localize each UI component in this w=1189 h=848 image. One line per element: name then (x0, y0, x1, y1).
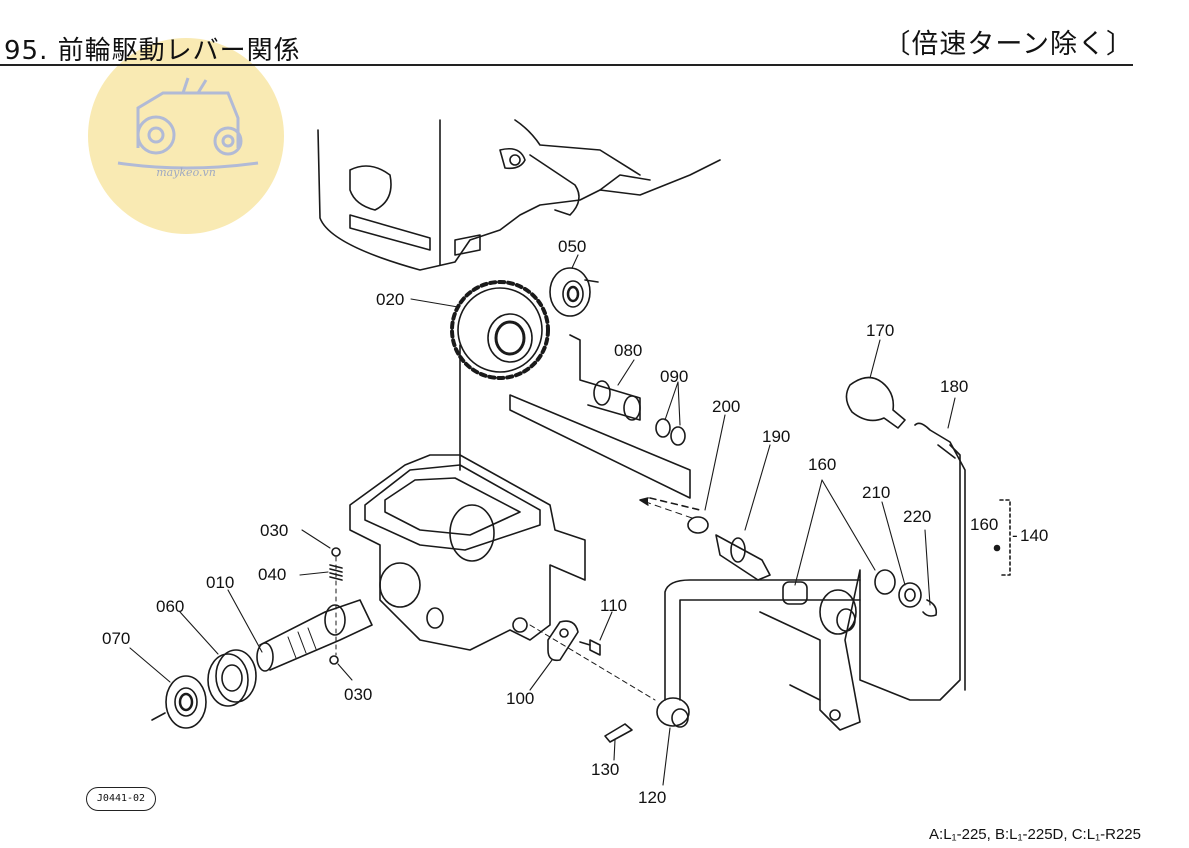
part-label-120: 120 (638, 788, 666, 807)
bearing-050 (549, 267, 599, 317)
part-label-160: 160 (808, 455, 836, 474)
part-label-220: 220 (903, 507, 931, 526)
collar-160 (782, 581, 808, 605)
shaft-080 (569, 334, 686, 446)
bushing-160 (874, 569, 896, 595)
pin-130 (604, 723, 633, 743)
part-label-030-bottom: 030 (344, 685, 372, 704)
part-label-110: 110 (600, 596, 627, 615)
title-note: 〔倍速ターン除く〕 (883, 29, 1134, 60)
part-label-090: 090 (660, 367, 688, 386)
shaft-010 (256, 599, 373, 672)
title-rule (0, 64, 1133, 66)
part-label-160-group: 160 (970, 515, 998, 534)
part-label-100: 100 (506, 689, 534, 708)
transmission-housing (317, 119, 721, 271)
ball-030-bottom (329, 655, 339, 665)
gear-020 (450, 280, 550, 380)
part-label-070: 070 (102, 629, 130, 648)
svg-text:-: - (1012, 526, 1018, 545)
page-title: 95. 前輪駆動レバー関係 (4, 36, 301, 66)
drawing-code-badge: J0441-02 (86, 787, 156, 811)
watermark-logo: maykeo.vn (88, 38, 284, 234)
part-label-010: 010 (206, 573, 234, 592)
lever-120 (604, 579, 861, 743)
part-label-060: 060 (156, 597, 184, 616)
part-label-140: 140 (1020, 526, 1048, 545)
watermark-text: maykeo.vn (156, 166, 216, 179)
bearing-060 (207, 649, 257, 707)
part-label-040: 040 (258, 565, 286, 584)
clip-220 (922, 599, 938, 617)
plate-100 (529, 620, 656, 701)
part-label-190: 190 (762, 427, 790, 446)
part-label-020: 020 (376, 290, 404, 309)
gearbox-case (349, 454, 586, 651)
washer-200 (687, 516, 709, 534)
boss-160 (819, 589, 857, 635)
bearing-070 (151, 675, 207, 729)
part-label-080: 080 (614, 341, 642, 360)
part-label-200: 200 (712, 397, 740, 416)
knob-170 (845, 376, 906, 429)
part-label-030-top: 030 (260, 521, 288, 540)
pivot-190 (715, 534, 771, 581)
ball-030-top (331, 547, 341, 557)
model-applicability: A:L₁-225, B:L₁-225D, C:L₁-R225 (929, 826, 1141, 843)
part-label-050: 050 (558, 237, 586, 256)
part-label-170: 170 (866, 321, 894, 340)
part-label-180: 180 (940, 377, 968, 396)
part-label-130: 130 (591, 760, 619, 779)
washer-210 (898, 582, 922, 608)
tractor-icon (117, 77, 259, 170)
lever-rod-180 (914, 422, 966, 691)
part-label-210: 210 (862, 483, 890, 502)
